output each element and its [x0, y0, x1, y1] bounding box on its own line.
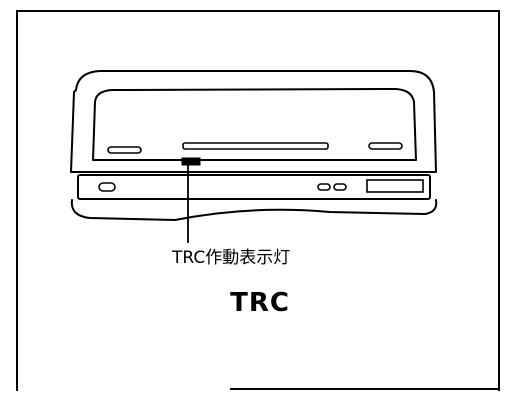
indicator-lamp-icon — [181, 157, 201, 166]
meter-hood-outline — [70, 70, 437, 173]
figure-frame — [16, 10, 500, 391]
right-warning-lamp — [368, 142, 403, 150]
panel-lower-contour — [70, 199, 438, 221]
console-button-b — [333, 183, 347, 191]
gauge-window-outline — [92, 88, 417, 161]
console-strip — [77, 174, 431, 200]
console-button-a — [317, 183, 331, 191]
console-display — [366, 179, 424, 193]
figure-frame-bottom-edge — [230, 388, 498, 390]
center-display-slot — [182, 142, 329, 150]
figure-title: TRC — [230, 288, 290, 318]
left-warning-lamp — [107, 146, 142, 154]
console-left-button — [98, 182, 116, 192]
indicator-callout-label: TRC作動表示灯 — [172, 248, 291, 268]
